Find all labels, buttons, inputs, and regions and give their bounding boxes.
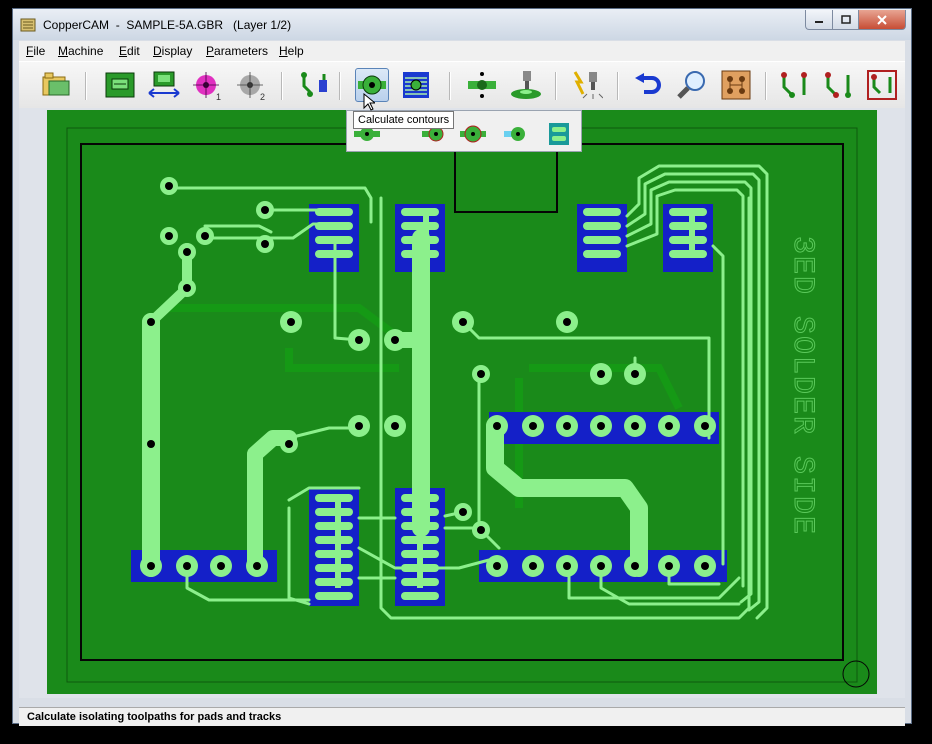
tracks-button[interactable] <box>297 68 331 102</box>
track-edit-3-icon <box>867 70 897 100</box>
ic-pads <box>315 208 707 600</box>
coppercam-app-icon <box>20 18 36 32</box>
toolbar-separator <box>765 72 767 100</box>
track-edit-2-button[interactable] <box>821 68 855 102</box>
centering-icon <box>468 72 496 98</box>
zoom-button[interactable] <box>675 68 709 102</box>
board-button[interactable] <box>103 68 137 102</box>
status-bar: Calculate isolating toolpaths for pads a… <box>19 707 905 726</box>
centering-button[interactable] <box>465 68 499 102</box>
toolbar: 1 2 <box>19 61 905 109</box>
menu-display[interactable]: Display <box>153 44 193 58</box>
drill-1-icon <box>193 72 219 98</box>
contour-full-icon <box>460 125 486 143</box>
board-view-button[interactable] <box>719 68 753 102</box>
close-button[interactable] <box>858 10 906 30</box>
track-edit-3-button[interactable] <box>865 68 899 102</box>
toolbar-separator <box>85 72 87 100</box>
drill-1-button[interactable]: 1 <box>189 68 223 102</box>
silkscreen-text: 3ED SOLDER SIDE <box>785 236 819 536</box>
open-button[interactable] <box>39 68 73 102</box>
flyout-contour-5-button[interactable] <box>545 121 573 147</box>
board-view-icon <box>721 70 751 100</box>
contour-ic-pad-icon <box>549 123 569 145</box>
drill-2-icon <box>237 72 263 98</box>
drill-1-label: 1 <box>216 92 222 102</box>
open-icon <box>42 72 70 96</box>
toolbar-separator <box>617 72 619 100</box>
fiducial-circle <box>842 660 870 688</box>
menu-file[interactable]: File <box>26 44 46 58</box>
main-window: CopperCAM - SAMPLE-5A.GBR (Layer 1/2) Fi… <box>12 8 912 726</box>
machining-button[interactable] <box>569 68 603 102</box>
track-edit-1-icon <box>781 72 807 98</box>
minimize-icon <box>815 20 823 23</box>
status-text: Calculate isolating toolpaths for pads a… <box>27 711 282 723</box>
board-dimensions-icon <box>148 71 180 98</box>
tooltip: Calculate contours <box>353 111 455 129</box>
hatching-button[interactable] <box>399 68 433 102</box>
title-bar[interactable]: CopperCAM - SAMPLE-5A.GBR (Layer 1/2) <box>13 9 911 40</box>
toolbar-separator <box>339 72 341 100</box>
window-title: CopperCAM - SAMPLE-5A.GBR (Layer 1/2) <box>43 18 292 32</box>
minimize-button[interactable] <box>805 10 833 30</box>
menu-machine[interactable]: Machine <box>58 44 104 58</box>
board-icon <box>105 72 135 98</box>
flyout-contour-3-button[interactable] <box>459 121 487 147</box>
undo-icon <box>635 73 661 94</box>
maximize-button[interactable] <box>832 10 859 30</box>
track-edit-1-button[interactable] <box>777 68 811 102</box>
contour-right-icon <box>504 127 525 141</box>
maximize-icon <box>840 15 851 24</box>
machining-icon <box>573 71 603 99</box>
undo-button[interactable] <box>631 68 665 102</box>
board-dimensions-button[interactable] <box>147 68 181 102</box>
drill-2-button[interactable]: 2 <box>233 68 267 102</box>
pcb-board[interactable]: 3ED SOLDER SIDE <box>19 108 905 698</box>
flyout-contour-4-button[interactable] <box>503 121 531 147</box>
menu-edit[interactable]: Edit <box>119 44 140 58</box>
toolbar-separator <box>281 72 283 100</box>
contour-pad-icon <box>354 127 380 141</box>
toolbar-separator <box>555 72 557 100</box>
mill-icon <box>511 71 541 99</box>
mill-button[interactable] <box>509 68 543 102</box>
calculate-contours-icon <box>358 75 386 95</box>
board-substrate <box>47 110 877 694</box>
flyout-contour-1-button[interactable] <box>353 121 381 147</box>
track-edit-2-icon <box>825 72 851 98</box>
drill-2-label: 2 <box>260 92 266 102</box>
calculate-contours-button[interactable] <box>355 68 389 102</box>
board-view-canvas[interactable]: 3ED SOLDER SIDE <box>19 108 905 698</box>
drill-holes <box>147 182 709 570</box>
toolbar-separator <box>449 72 451 100</box>
mouse-cursor-icon <box>363 93 375 111</box>
menu-parameters[interactable]: Parameters <box>206 44 269 58</box>
zoom-icon <box>677 71 705 99</box>
tracks-icon <box>301 72 327 97</box>
close-icon <box>877 14 887 25</box>
menu-bar: File Machine Edit Display Parameters Hel… <box>19 41 905 61</box>
menu-help[interactable]: Help <box>279 44 304 58</box>
hatching-icon <box>403 72 429 98</box>
